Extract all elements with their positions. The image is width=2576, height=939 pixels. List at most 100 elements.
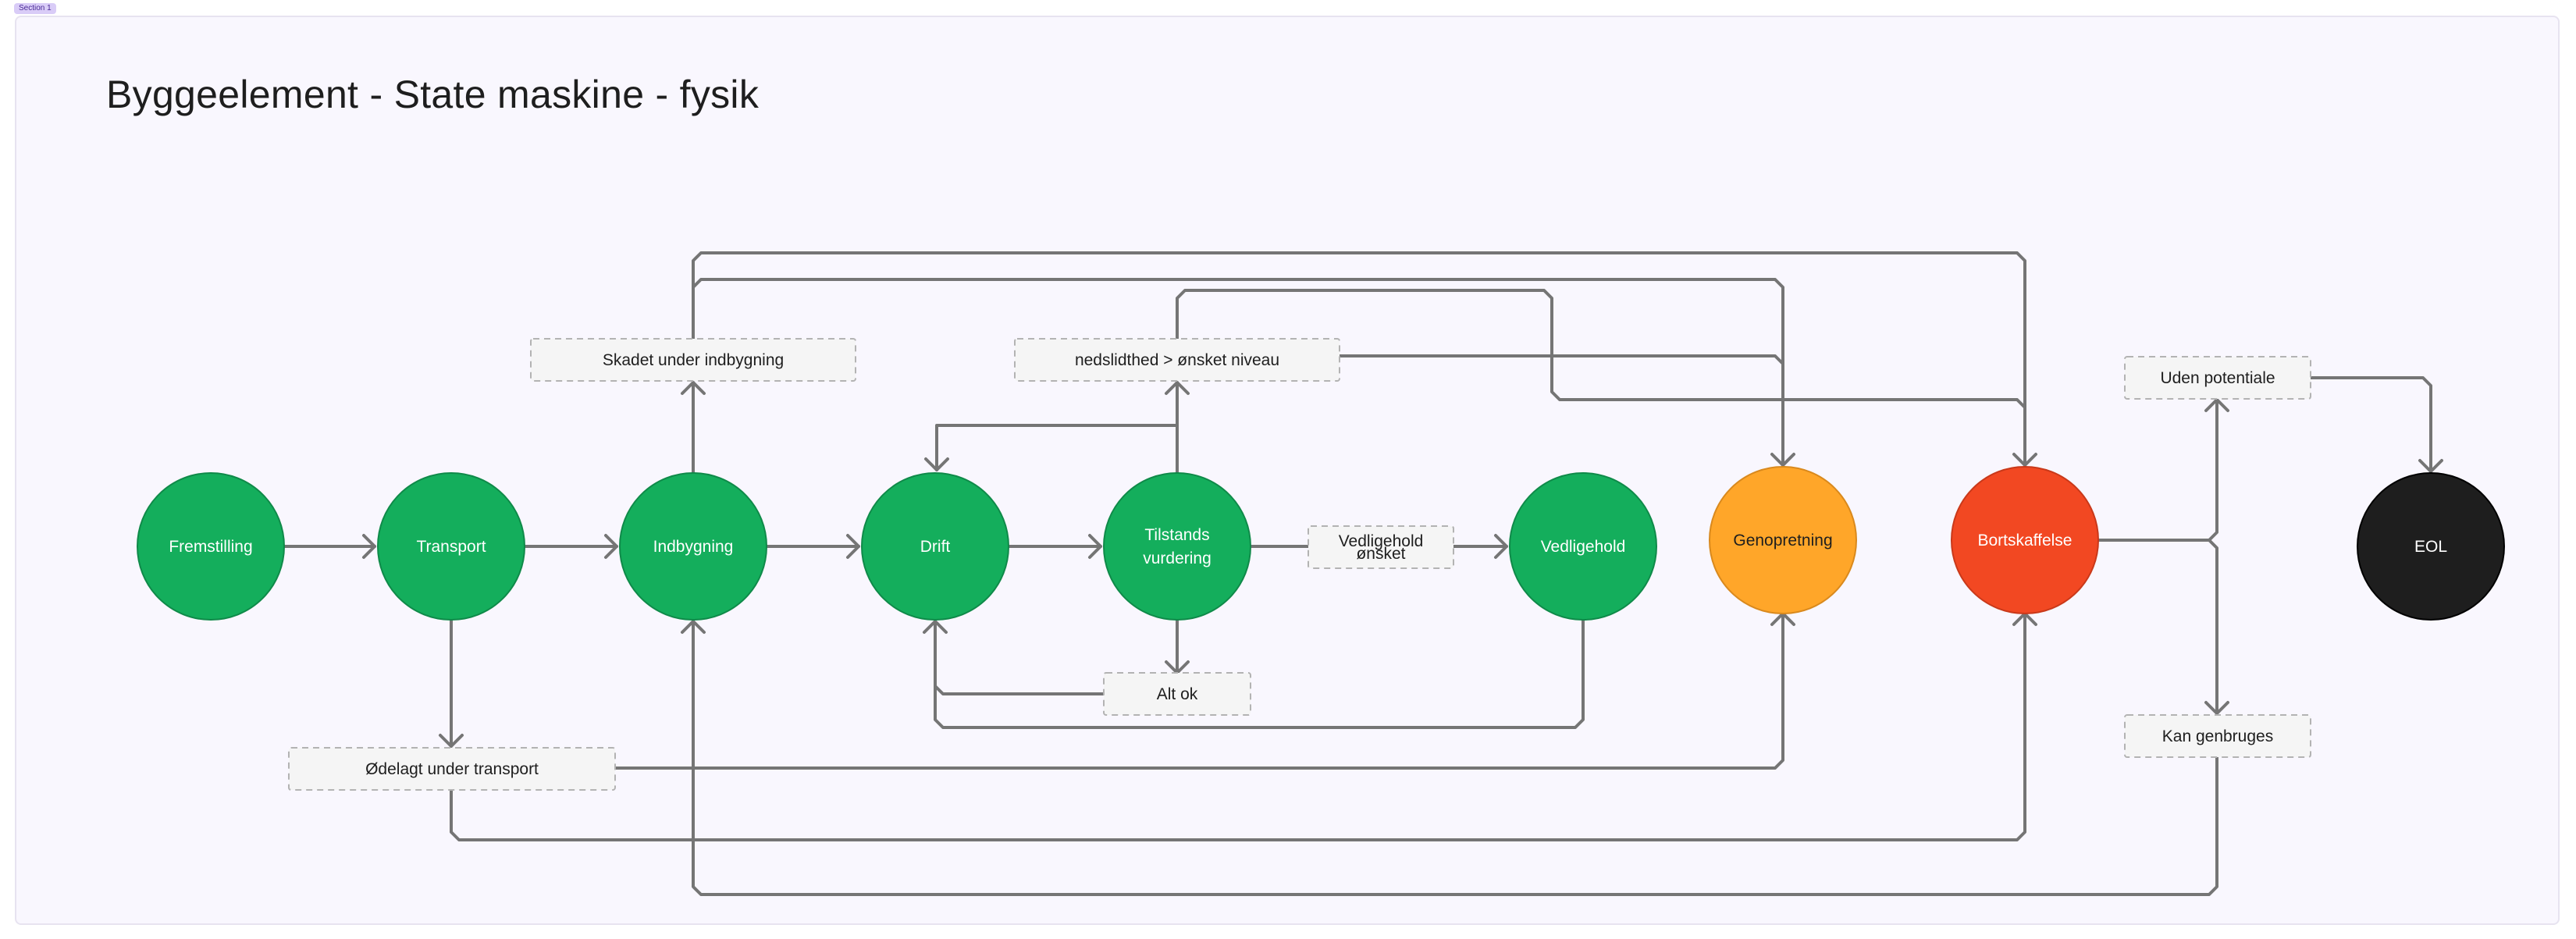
state-circle: [619, 472, 767, 621]
label-skadet[interactable]: Skadet under indbygning: [530, 338, 856, 382]
label-odelagt[interactable]: Ødelagt under transport: [288, 747, 616, 791]
label-uden-potentiale[interactable]: Uden potentiale: [2124, 356, 2311, 400]
edge-fremstilling-transport: [283, 534, 376, 559]
edge-nedslidthed-bortskaffelse-line: [1176, 289, 2026, 467]
label-text: ønsket: [1356, 545, 1405, 563]
label-kan-genbruges[interactable]: Kan genbruges: [2124, 714, 2311, 758]
label-text: Alt ok: [1157, 685, 1198, 703]
edge-odelagt-bortskaffelse-line: [450, 612, 2026, 841]
edge-indbygning-skadet: [681, 381, 706, 475]
edge-bortskaffelse-udenpotentiale: [2097, 398, 2229, 542]
edge-vedligeholdonsket-vedligehold-arrowhead: [1494, 534, 1508, 559]
state-nodes: Fremstilling Transport Indbygning Drift Tils…: [137, 466, 2505, 621]
edge-udenpotentiale-eol-arrowhead: [2418, 459, 2443, 473]
edge-kangenbruges-indbygning-arrowhead: [681, 620, 706, 634]
state-eol[interactable]: EOL: [2357, 472, 2505, 621]
edge-indbygning-drift-arrowhead: [846, 534, 860, 559]
section-tag: Section 1: [14, 3, 56, 14]
edge-bortskaffelse-kangenbruges-arrowhead: [2204, 701, 2229, 715]
edge-drift-tilstandsvurdering: [1007, 534, 1102, 559]
edge-kangenbruges-indbygning-line: [692, 620, 2218, 896]
state-circle: [1951, 466, 2099, 614]
label-text: Uden potentiale: [2160, 369, 2275, 387]
edge-indbygning-drift: [765, 534, 860, 559]
label-text: Kan genbruges: [2162, 727, 2273, 745]
edge-vedligehold-drift-line: [934, 618, 1585, 729]
state-label: Bortskaffelse: [1977, 532, 2072, 550]
edge-bortskaffelse-udenpotentiale-line: [2097, 398, 2218, 542]
label-box: [1103, 672, 1251, 716]
state-circle: [137, 472, 285, 621]
state-transport[interactable]: Transport: [377, 472, 525, 621]
condition-labels: Skadet under indbygning nedslidthed > øns…: [288, 338, 2311, 791]
label-box: [2124, 714, 2311, 758]
edge-nedslidthed-genopretning-line: [1338, 354, 1784, 467]
diagram-title: Byggeelement - State maskine - fysik: [106, 73, 760, 116]
state-label: Genopretning: [1733, 532, 1832, 550]
edge-transport-odelagt-arrowhead: [439, 734, 464, 748]
edge-skadet-bortskaffelse-line: [692, 251, 2026, 467]
edge-transport-indbygning-arrowhead: [604, 534, 618, 559]
label-box: [1308, 525, 1454, 569]
edge-nedslidthed-drift-loop-line: [935, 424, 1179, 475]
edge-transport-indbygning: [523, 534, 618, 559]
state-label: Indbygning: [653, 538, 734, 556]
state-label: EOL: [2414, 538, 2447, 556]
edge-skadet-genopretning-line: [692, 278, 1784, 467]
label-text: Ødelagt under transport: [365, 760, 539, 778]
state-bortskaffelse[interactable]: Bortskaffelse: [1951, 466, 2099, 614]
edge-bortskaffelse-kangenbruges-line: [2208, 539, 2218, 715]
edge-transport-odelagt: [439, 618, 464, 748]
label-box: [530, 338, 856, 382]
state-label: vurdering: [1143, 550, 1212, 567]
state-circle: [377, 472, 525, 621]
section-frame: [15, 16, 2560, 925]
state-label: Fremstilling: [169, 538, 252, 556]
label-box: [1014, 338, 1340, 382]
state-tilstandsvurdering[interactable]: Tilstands vurdering: [1103, 472, 1251, 621]
label-text: Vedligehold: [1339, 532, 1424, 550]
edge-tilstand-nedslidthed-arrowhead: [1165, 381, 1190, 395]
state-circle: [1103, 472, 1251, 621]
edge-vedligeholdonsket-vedligehold: [1452, 534, 1508, 559]
edge-nedslidthed-drift-loop-arrowhead: [924, 457, 949, 471]
label-alt-ok[interactable]: Alt ok: [1103, 672, 1251, 716]
state-label: Transport: [416, 538, 486, 556]
state-genopretning[interactable]: Genopretning: [1709, 466, 1857, 614]
edge-nedslidthed-genopretning: [1338, 354, 1795, 467]
label-text: Skadet under indbygning: [603, 351, 784, 369]
label-text: nedslidthed > ønsket niveau: [1075, 351, 1279, 369]
state-fremstilling[interactable]: Fremstilling: [137, 472, 285, 621]
edge-tilstand-altok: [1165, 618, 1190, 674]
edge-odelagt-genopretning-line: [614, 612, 1784, 770]
edge-nedslidthed-drift-loop: [924, 424, 1179, 475]
edge-drift-tilstandsvurdering-arrowhead: [1088, 534, 1102, 559]
edge-udenpotentiale-eol: [2309, 376, 2443, 473]
edge-fremstilling-transport-arrowhead: [362, 534, 376, 559]
edge-skadet-genopretning: [692, 278, 1784, 467]
edge-indbygning-skadet-arrowhead: [681, 381, 706, 395]
edge-skadet-bortskaffelse: [692, 251, 2026, 467]
edge-altok-drift-line: [934, 620, 1105, 695]
edge-kangenbruges-indbygning: [681, 620, 2218, 896]
state-circle: [1509, 472, 1657, 621]
state-circle: [2357, 472, 2505, 621]
state-circle: [1709, 466, 1857, 614]
state-label: Tilstands: [1144, 526, 1209, 544]
edge-udenpotentiale-eol-line: [2309, 376, 2432, 473]
edge-bortskaffelse-kangenbruges: [2204, 539, 2229, 715]
label-box: [2124, 356, 2311, 400]
state-circle: [861, 472, 1009, 621]
state-indbygning[interactable]: Indbygning: [619, 472, 767, 621]
state-label: Vedligehold: [1541, 538, 1626, 556]
state-vedligehold[interactable]: Vedligehold: [1509, 472, 1657, 621]
label-nedslidthed[interactable]: nedslidthed > ønsket niveau: [1014, 338, 1340, 382]
edges: [283, 251, 2443, 896]
state-drift[interactable]: Drift: [861, 472, 1009, 621]
state-label: Drift: [920, 538, 951, 556]
label-box: [288, 747, 616, 791]
edge-altok-drift: [923, 620, 1105, 695]
edge-vedligehold-drift: [934, 618, 1585, 729]
